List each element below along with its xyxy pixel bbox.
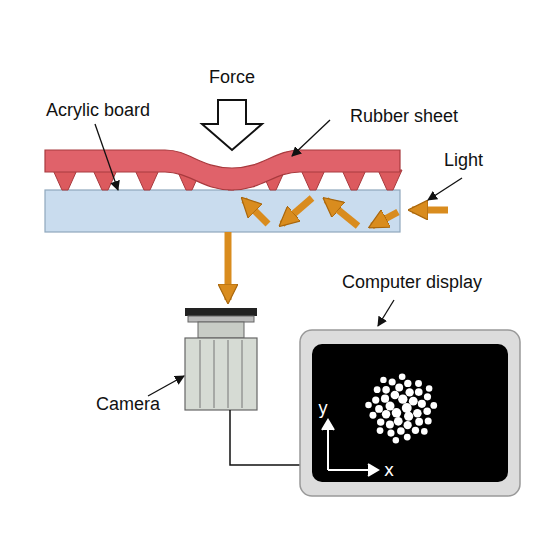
contact-dots	[365, 373, 437, 443]
camera-lens	[198, 322, 244, 338]
force-label: Force	[209, 68, 255, 86]
axes	[322, 420, 378, 476]
camera-grooves	[200, 340, 242, 408]
part-label: Computer display	[342, 273, 482, 291]
rubber-sheet	[45, 150, 400, 190]
acrylic-board	[45, 190, 400, 232]
force-arrow	[202, 100, 262, 150]
camera-filter	[185, 308, 257, 316]
leader-lines	[95, 120, 462, 396]
part-label: Light	[444, 151, 483, 169]
part-label: Rubber sheet	[350, 107, 458, 125]
axis-label: y	[318, 400, 328, 417]
camera-ring	[188, 316, 254, 322]
axis-label: x	[384, 462, 394, 479]
camera-body	[185, 338, 257, 410]
part-label: Acrylic board	[46, 101, 150, 119]
display-frame	[300, 330, 520, 496]
cable	[230, 410, 300, 465]
display-screen	[312, 344, 508, 482]
part-label: Camera	[96, 395, 160, 413]
